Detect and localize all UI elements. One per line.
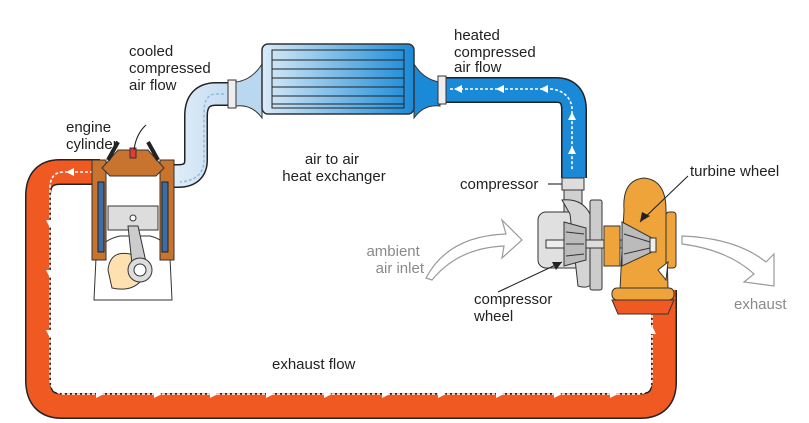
spark-plug — [129, 147, 137, 159]
compressor-wheel — [545, 221, 587, 267]
turbine-wheel — [621, 221, 657, 267]
exhaust-arrowhead — [46, 220, 54, 228]
exhaust-arrowhead — [554, 390, 562, 398]
label-turbine-wheel: turbine wheel — [690, 163, 779, 180]
engine-cylinder-leader — [133, 124, 147, 151]
exhaust-pipe — [25, 159, 677, 419]
label-exhaust: exhaust — [734, 296, 787, 313]
exhaust-arrowhead — [266, 390, 274, 398]
label-compressor-wheel: compressor wheel — [473, 291, 557, 325]
exhaust-arrowhead — [382, 390, 390, 398]
compressor-housing — [537, 177, 603, 291]
cooled-pipe-clamp — [227, 79, 237, 109]
exhaust-arrowhead — [324, 390, 332, 398]
exhaust-arrowhead — [96, 390, 104, 398]
exhaust-arrowhead — [66, 168, 74, 176]
label-heat-exchanger: air to air heat exchanger — [282, 151, 385, 185]
heat-exchanger — [235, 43, 441, 120]
exhaust-arrowhead — [496, 390, 504, 398]
label-engine-cylinder: engine cylinder — [66, 119, 118, 153]
label-cooled-air: cooled compressed air flow — [129, 43, 215, 94]
ambient-air-inlet-arrow — [425, 217, 523, 281]
exhaust-flow-dashes — [49, 171, 653, 395]
heated-pipe-clamp — [437, 75, 447, 105]
exhaust-arrowhead — [46, 330, 54, 338]
engine-cylinder — [91, 141, 175, 301]
exhaust-outlet-arrow — [681, 235, 775, 287]
cooled-air-pipe — [160, 79, 237, 188]
exhaust-arrowhead — [648, 326, 656, 334]
exhaust-arrowhead — [46, 270, 54, 278]
exhaust-arrowhead — [154, 390, 162, 398]
turbine-wheel-leader — [639, 175, 689, 223]
exhaust-flow-arrows — [46, 168, 656, 398]
compressor-wheel-leader — [497, 261, 563, 293]
label-ambient-air-inlet: ambient air inlet — [366, 243, 424, 277]
exhaust-arrowhead — [210, 390, 218, 398]
label-heated-air: heated compressed air flow — [454, 27, 540, 76]
exhaust-arrowhead — [438, 390, 446, 398]
label-exhaust-flow: exhaust flow — [272, 356, 356, 373]
label-compressor: compressor — [460, 176, 538, 193]
turbine-housing — [603, 177, 677, 315]
exhaust-arrowhead — [610, 390, 618, 398]
heated-air-pipe — [437, 75, 587, 178]
